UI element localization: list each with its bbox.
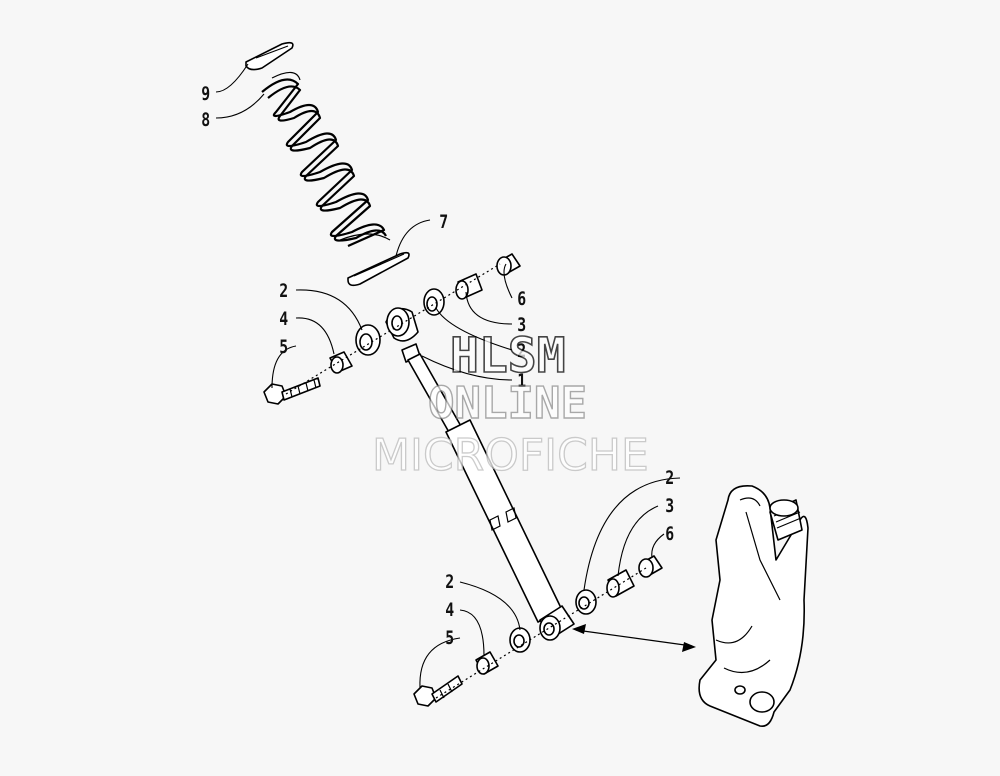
watermark-online: ONLINE xyxy=(428,378,587,429)
upper-sleeve xyxy=(329,351,353,374)
watermark-microfiche: MICROFICHE xyxy=(372,430,649,481)
callout-5-lower: 5 xyxy=(445,627,454,649)
shock-lower-eye xyxy=(539,605,575,641)
callout-8: 8 xyxy=(201,109,210,131)
callout-1: 1 xyxy=(517,370,526,392)
callout-4-upper: 4 xyxy=(279,308,288,330)
lower-bushing-right xyxy=(575,589,597,615)
coil-spring xyxy=(261,71,391,248)
mounting-arrow xyxy=(572,624,696,652)
lower-sleeve xyxy=(475,651,499,675)
callout-2-lower-left: 2 xyxy=(445,571,454,593)
callout-6-lower: 6 xyxy=(665,523,674,545)
lower-bushing-left xyxy=(509,627,531,653)
callout-5-upper: 5 xyxy=(279,336,288,358)
watermark-hlsm: HLSM xyxy=(450,328,566,384)
callout-3-lower: 3 xyxy=(665,495,674,517)
spring-seat xyxy=(347,251,410,287)
spring-retainer xyxy=(245,41,294,71)
callout-3-upper: 3 xyxy=(517,314,526,336)
watermark: HLSM ONLINE MICROFICHE xyxy=(371,327,649,481)
steering-knuckle xyxy=(698,484,809,728)
callout-4-lower: 4 xyxy=(445,599,454,621)
lower-bolt xyxy=(413,675,463,707)
callout-2-upper-left: 2 xyxy=(279,280,288,302)
callout-2-upper-right: 2 xyxy=(517,340,526,362)
callout-6-upper: 6 xyxy=(517,288,526,310)
callout-7: 7 xyxy=(439,211,448,233)
upper-bushing-right xyxy=(423,288,445,316)
leader-lines xyxy=(215,63,681,689)
upper-bolt xyxy=(263,377,321,405)
lower-nut xyxy=(638,555,663,578)
lower-sleeve-right xyxy=(606,569,635,598)
callout-2-lower-right: 2 xyxy=(665,467,674,489)
shock-upper-eye xyxy=(385,307,419,342)
upper-nut xyxy=(496,253,521,276)
callout-9: 9 xyxy=(201,83,210,105)
upper-sleeve-right xyxy=(455,273,483,300)
upper-bushing-left xyxy=(355,324,381,356)
